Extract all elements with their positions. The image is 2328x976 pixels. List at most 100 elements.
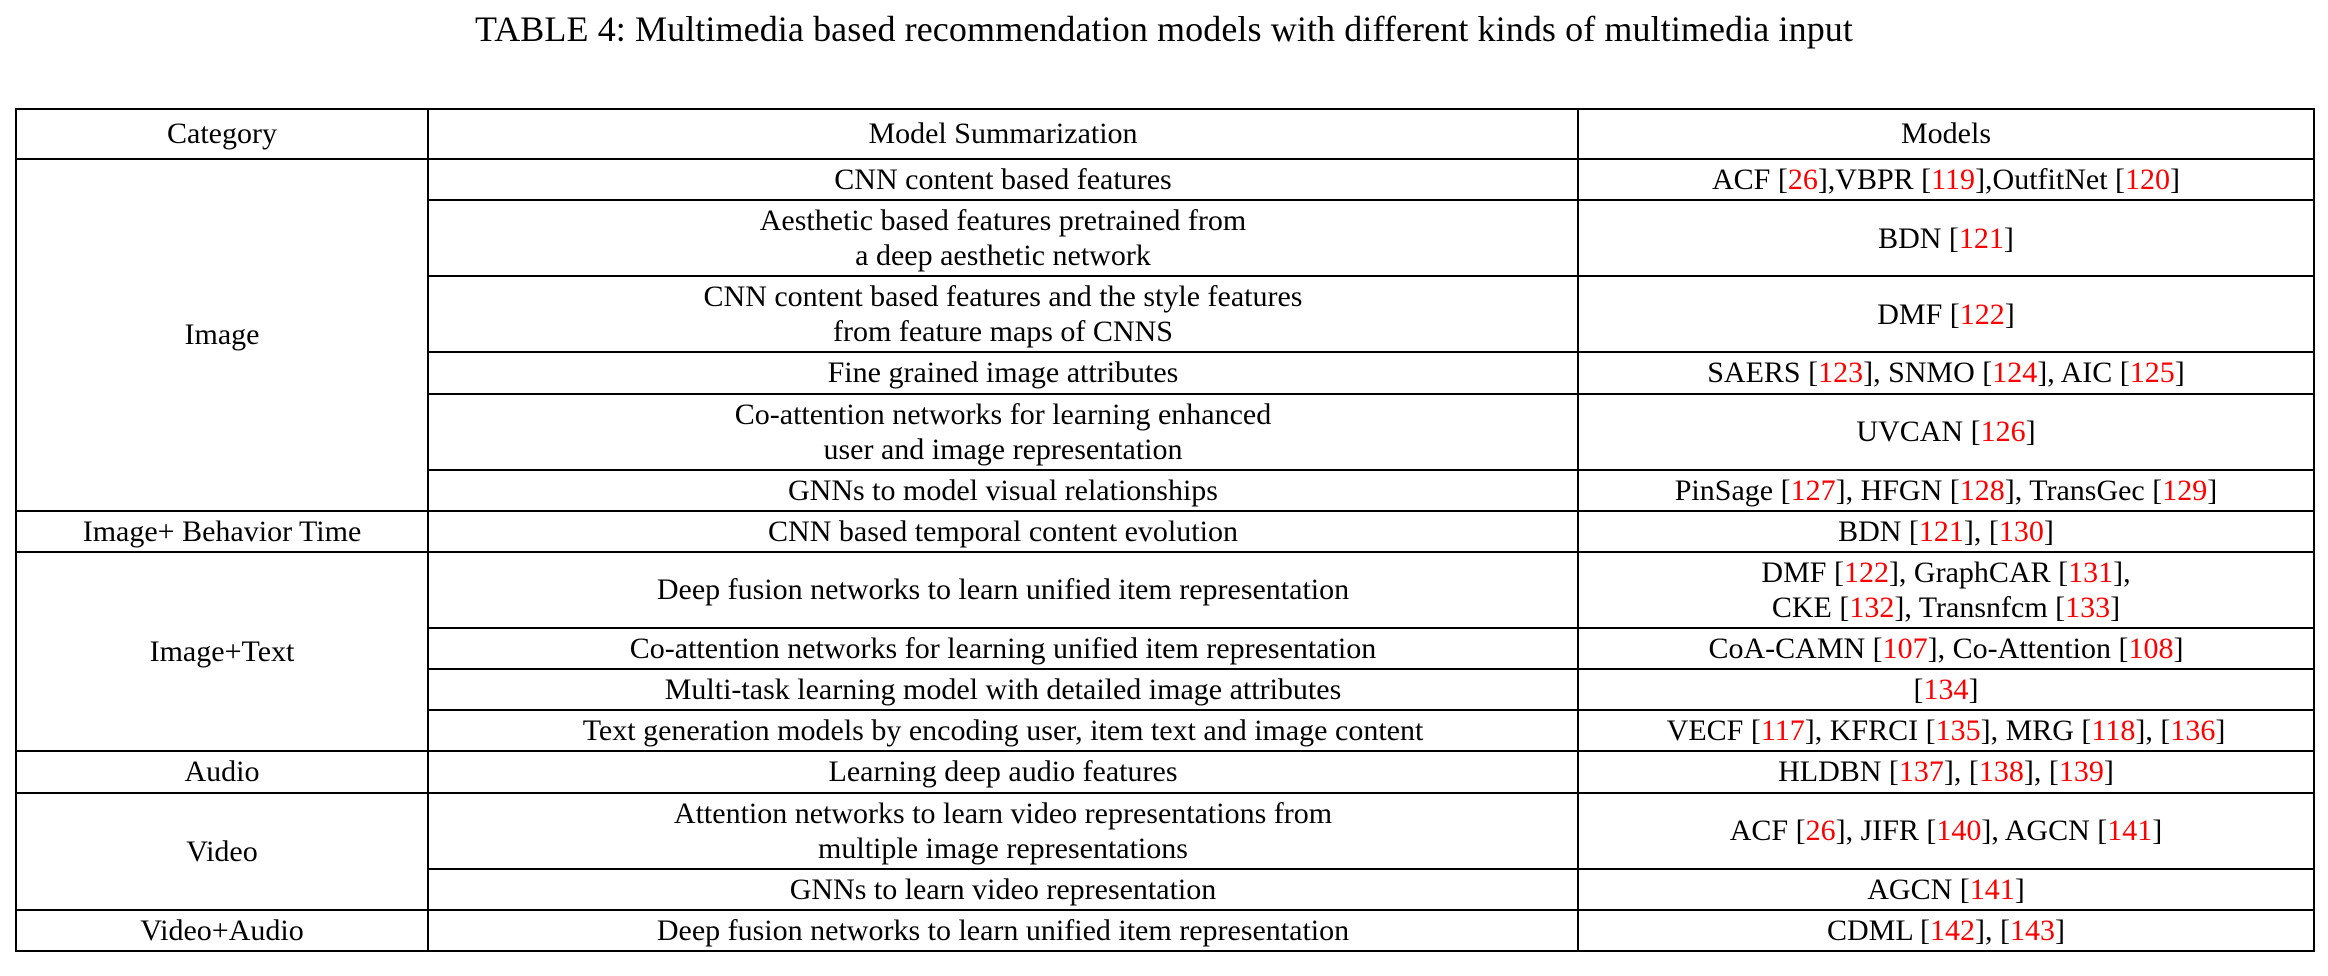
summary-cell: Co-attention networks for learning unifi… — [427, 627, 1579, 671]
models-cell: DMF [122], GraphCAR [131],CKE [132], Tra… — [1577, 550, 2315, 630]
models-cell: DMF [122] — [1577, 275, 2315, 354]
summary-cell: Learning deep audio features — [427, 750, 1579, 794]
models-cell: VECF [117], KFRCI [135], MRG [118], [136… — [1577, 709, 2315, 753]
column-header-category: Category — [15, 108, 429, 160]
model-name: ], [ — [2023, 755, 2059, 789]
column-header-models: Models — [1577, 108, 2315, 160]
category-cell: Image+ Behavior Time — [15, 509, 429, 553]
model-name: ] — [2043, 514, 2054, 548]
model-name: ] — [1968, 673, 1979, 707]
reference-number: 143 — [2010, 913, 2056, 947]
summary-cell: Aesthetic based features pretrained from… — [427, 199, 1579, 278]
reference-number: 120 — [2125, 163, 2171, 196]
table-row: GNNs to model visual relationships PinSag… — [16, 468, 2315, 512]
model-name: ], — [2113, 555, 2131, 589]
reference-number: 118 — [2091, 714, 2136, 748]
model-name: ], AIC [ — [2037, 356, 2130, 390]
summary-cell: CNN based temporal content evolution — [427, 509, 1579, 553]
table-row: Aesthetic based features pretrained from… — [16, 199, 2315, 278]
table-caption: TABLE 4: Multimedia based recommendation… — [475, 9, 1853, 49]
models-cell: CoA-CAMN [107], Co-Attention [108] — [1577, 627, 2315, 671]
summary-cell: CNN content based features — [427, 157, 1579, 202]
model-name: ] — [2170, 163, 2181, 196]
model-name: ],OutfitNet [ — [1975, 163, 2126, 196]
reference-number: 129 — [2162, 473, 2208, 507]
table-row: Co-attention networks for learning enhan… — [16, 392, 2315, 471]
reference-number: 131 — [2068, 555, 2114, 589]
model-name: ], Transnfcm [ — [1894, 591, 2066, 625]
reference-number: 127 — [1790, 473, 1836, 507]
model-name: VECF [ — [1666, 714, 1761, 748]
reference-number: 119 — [1931, 163, 1976, 196]
table-row: CNN content based features and the style… — [16, 275, 2315, 354]
model-name: DMF [ — [1761, 555, 1844, 589]
reference-number: 139 — [2058, 755, 2104, 789]
category-cell: Image+Text — [15, 550, 429, 753]
model-name: DMF [ — [1877, 297, 1960, 331]
reference-number: 117 — [1760, 714, 1805, 748]
summary-cell: Attention networks to learn video repres… — [427, 791, 1579, 870]
model-name: ],VBPR [ — [1817, 163, 1932, 196]
model-name: ], [ — [1975, 913, 2011, 947]
summary-cell: GNNs to model visual relationships — [427, 468, 1579, 512]
reference-number: 107 — [1882, 632, 1928, 666]
model-name: BDN [ — [1838, 514, 1919, 548]
models-cell: BDN [121] — [1577, 199, 2315, 278]
reference-number: 133 — [2065, 591, 2111, 625]
models-cell: AGCN [141] — [1577, 867, 2315, 911]
model-name: CoA-CAMN [ — [1708, 632, 1883, 666]
models-cell: SAERS [123], SNMO [124], AIC [125] — [1577, 351, 2315, 395]
summary-cell: CNN content based features and the style… — [427, 275, 1579, 354]
reference-number: 124 — [1992, 356, 2038, 390]
model-name: ] — [2173, 632, 2184, 666]
model-name: SAERS [ — [1707, 356, 1819, 390]
model-name: ], MRG [ — [1980, 714, 2092, 748]
model-name: PinSage [ — [1674, 473, 1791, 507]
reference-number: 137 — [1898, 755, 1944, 789]
models-cell: BDN [121], [130] — [1577, 509, 2315, 553]
reference-number: 108 — [2128, 632, 2174, 666]
models-cell: UVCAN [126] — [1577, 392, 2315, 471]
model-name: ] — [2014, 872, 2025, 906]
model-name: ] — [2174, 356, 2185, 390]
model-name: ] — [2215, 714, 2226, 748]
table-header-row: Category Model Summarization Models — [15, 108, 2315, 160]
model-name: ] — [2025, 415, 2036, 449]
summary-cell: Fine grained image attributes — [427, 351, 1579, 395]
model-name: ], HFGN [ — [1835, 473, 1960, 507]
category-cell: Audio — [15, 750, 429, 794]
reference-number: 134 — [1923, 673, 1969, 707]
reference-number: 141 — [1969, 872, 2015, 906]
reference-number: 121 — [1958, 221, 2004, 255]
summary-cell: Co-attention networks for learning enhan… — [427, 392, 1579, 471]
model-name: UVCAN [ — [1856, 415, 1981, 449]
model-name: AGCN [ — [1867, 872, 1970, 906]
category-cell: Image — [15, 158, 429, 512]
model-name: ] — [2055, 913, 2066, 947]
model-name: ] — [2103, 755, 2114, 789]
reference-number: 26 — [1805, 814, 1836, 848]
model-name: ], SNMO [ — [1863, 356, 1993, 390]
table-head: Category Model Summarization Models — [15, 108, 2315, 160]
model-name: ] — [2004, 297, 2015, 331]
reference-number: 121 — [1918, 514, 1964, 548]
model-name: ] — [2207, 473, 2218, 507]
model-name: ACF [ — [1711, 163, 1788, 196]
reference-number: 123 — [1818, 356, 1864, 390]
table-row: Co-attention networks for learning unifi… — [16, 627, 2315, 671]
model-name: ], JIFR [ — [1835, 814, 1937, 848]
reference-number: 128 — [1959, 473, 2005, 507]
reference-number: 141 — [2107, 814, 2153, 848]
model-name: ACF [ — [1729, 814, 1806, 848]
model-name: ] — [2110, 591, 2121, 625]
models-cell: ACF [26], JIFR [140], AGCN [141] — [1577, 791, 2315, 870]
reference-number: 135 — [1935, 714, 1981, 748]
table-row: Multi-task learning model with detailed … — [16, 668, 2315, 712]
reference-number: 142 — [1930, 913, 1976, 947]
